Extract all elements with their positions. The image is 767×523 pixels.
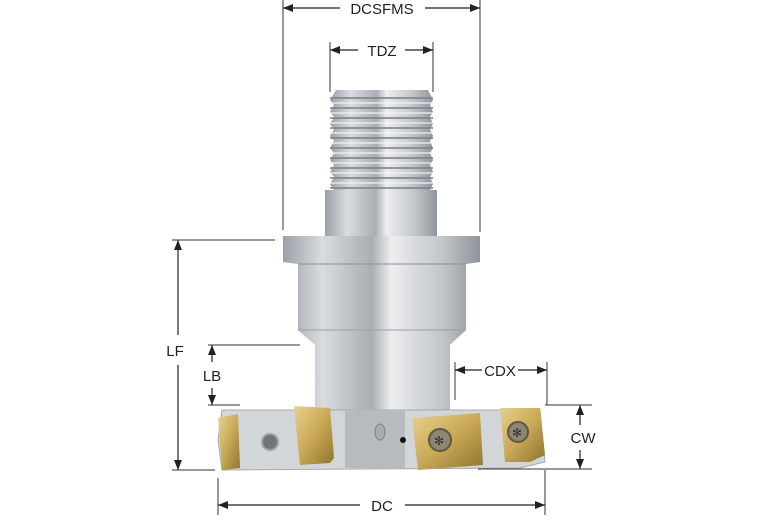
insert xyxy=(294,406,334,465)
label-cw: CW xyxy=(571,430,597,447)
dimension-lines xyxy=(172,0,592,515)
label-tdz: TDZ xyxy=(367,43,396,60)
coolant-hole xyxy=(261,433,279,451)
neck xyxy=(325,190,437,237)
label-lf: LF xyxy=(166,343,184,360)
label-cdx: CDX xyxy=(484,363,516,380)
label-dc: DC xyxy=(371,498,393,515)
insert-screw xyxy=(428,428,452,452)
label-dcsfms: DCSFMS xyxy=(350,1,413,18)
svg-text:✻: ✻ xyxy=(512,426,522,440)
svg-text:✻: ✻ xyxy=(434,434,444,448)
tool-body xyxy=(283,90,480,410)
insert-screw xyxy=(507,421,529,443)
insert xyxy=(218,414,240,470)
coolant-hole xyxy=(374,423,386,441)
label-lb: LB xyxy=(203,368,221,385)
cutter-head: ✻ ✻ xyxy=(217,406,546,471)
flange xyxy=(283,236,480,410)
